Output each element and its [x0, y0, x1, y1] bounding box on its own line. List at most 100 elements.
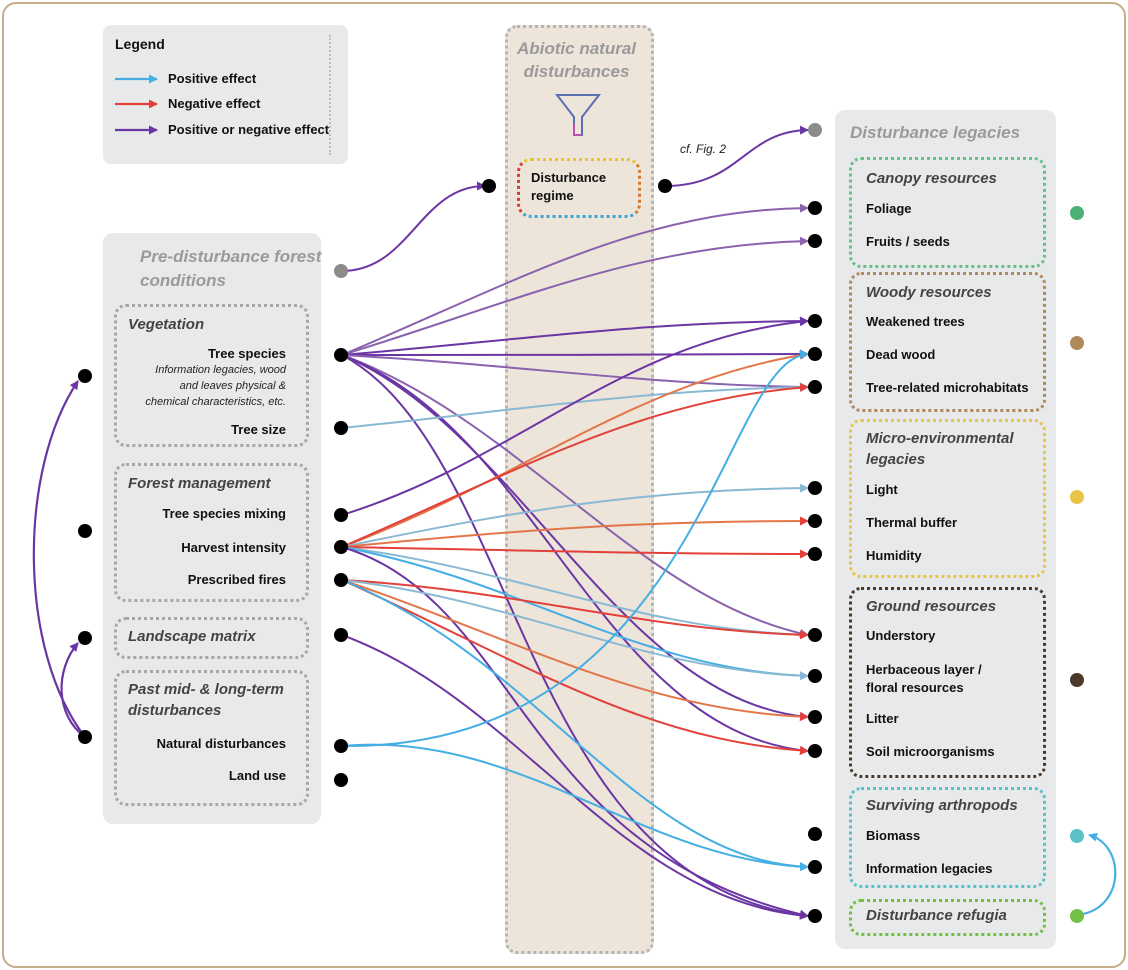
node-dot [808, 669, 822, 683]
node-dot [334, 739, 348, 753]
nodes [78, 123, 1084, 923]
forest-management-title: Forest management [128, 475, 271, 492]
tree-species-note-line1: Information legacies, wood [155, 364, 286, 376]
legend: Legend Positive effect Negative effect P… [103, 25, 348, 164]
node-dot [808, 744, 822, 758]
node-dot [334, 540, 348, 554]
node-dot [808, 481, 822, 495]
node-dot [78, 631, 92, 645]
biomass-label: Biomass [866, 828, 921, 843]
node-dot [334, 508, 348, 522]
tree-microhabitats-label: Tree-related microhabitats [866, 380, 1029, 395]
landscape-matrix-title: Landscape matrix [128, 628, 256, 645]
disturbance-regime-box [517, 158, 641, 218]
pre-disturbance-title-line1: Pre-disturbance forest [140, 247, 322, 266]
node-dot [78, 369, 92, 383]
foliage-label: Foliage [866, 201, 912, 216]
disturbance-regime-line1: Disturbance [531, 170, 607, 185]
surviving-arthropods-title: Surviving arthropods [866, 797, 1018, 814]
node-dot [808, 380, 822, 394]
pre-disturbance-title-line2: conditions [140, 271, 226, 290]
vegetation-group [114, 304, 309, 447]
litter-label: Litter [866, 711, 899, 726]
tree-species-note-line2: and leaves physical & [179, 380, 286, 392]
woody-resources-group [849, 272, 1046, 412]
node-dot [78, 524, 92, 538]
refugia-color-dot [1070, 909, 1084, 923]
weakened-trees-label: Weakened trees [866, 314, 965, 329]
node-dot [808, 514, 822, 528]
node-dot [808, 710, 822, 724]
node-dot [334, 264, 348, 278]
dead-wood-label: Dead wood [866, 347, 936, 362]
cf-fig-note: cf. Fig. 2 [680, 142, 727, 156]
node-dot [808, 860, 822, 874]
node-dot [334, 421, 348, 435]
canopy-color-dot [1070, 206, 1084, 220]
forest-management-group [114, 463, 309, 602]
disturbance-legacies-panel [835, 110, 1056, 949]
node-dot [808, 547, 822, 561]
herbaceous-layer-label-line2: floral resources [866, 680, 964, 695]
connector-arrows [32, 125, 1117, 920]
harvest-intensity-label: Harvest intensity [181, 540, 286, 555]
micro-environmental-title-line2: legacies [866, 451, 926, 468]
legend-arrows [115, 74, 158, 135]
node-dot [808, 201, 822, 215]
ground-color-dot [1070, 673, 1084, 687]
node-dot [808, 827, 822, 841]
node-dot [808, 234, 822, 248]
herbaceous-layer-label-line1: Herbaceous layer / [866, 662, 982, 677]
node-dot [808, 628, 822, 642]
tree-species-note-line3: chemical characteristics, etc. [145, 396, 286, 408]
node-dot [658, 179, 672, 193]
legend-divider [329, 35, 331, 155]
woody-resources-title: Woody resources [866, 284, 992, 301]
node-dot [808, 123, 822, 137]
ground-resources-title: Ground resources [866, 598, 997, 615]
tree-species-label: Tree species [207, 346, 286, 361]
fruits-seeds-label: Fruits / seeds [866, 234, 950, 249]
disturbance-legacies-title: Disturbance legacies [850, 123, 1021, 142]
disturbance-regime-line2: regime [531, 188, 574, 203]
node-dot [482, 179, 496, 193]
disturbance-refugia-title: Disturbance refugia [866, 907, 1007, 924]
past-disturbances-group [114, 670, 309, 806]
land-use-label: Land use [228, 768, 286, 783]
funnel-icon [554, 94, 602, 136]
canopy-resources-title: Canopy resources [866, 170, 997, 187]
humidity-label: Humidity [866, 548, 922, 563]
light-label: Light [866, 482, 898, 497]
disturbance-refugia-group [849, 899, 1046, 936]
past-disturbances-title-line2: disturbances [128, 702, 222, 719]
landscape-matrix-group [114, 617, 309, 659]
node-dot [334, 573, 348, 587]
node-dot [808, 347, 822, 361]
tree-size-label: Tree size [231, 422, 286, 437]
legend-positive-label: Positive effect [168, 71, 257, 86]
legend-negative-label: Negative effect [168, 96, 261, 111]
node-dot [334, 348, 348, 362]
arthropods-color-dot [1070, 829, 1084, 843]
legend-title: Legend [115, 36, 165, 52]
micro-environmental-group [849, 419, 1046, 578]
micro-environmental-title-line1: Micro-environmental [866, 430, 1014, 447]
canopy-resources-group [849, 157, 1046, 268]
node-dot [78, 730, 92, 744]
soil-microorganisms-label: Soil microorganisms [866, 744, 995, 759]
understory-label: Understory [866, 628, 936, 643]
legend-either-label: Positive or negative effect [168, 122, 330, 137]
node-dot [334, 628, 348, 642]
node-dot [808, 909, 822, 923]
abiotic-title-line1: Abiotic natural [516, 39, 636, 58]
vegetation-title: Vegetation [128, 316, 205, 333]
prescribed-fires-label: Prescribed fires [187, 572, 286, 587]
micro-color-dot [1070, 490, 1084, 504]
tree-species-mixing-label: Tree species mixing [162, 506, 286, 521]
thermal-buffer-label: Thermal buffer [866, 515, 958, 530]
woody-color-dot [1070, 336, 1084, 350]
abiotic-title-line2: disturbances [523, 62, 630, 81]
